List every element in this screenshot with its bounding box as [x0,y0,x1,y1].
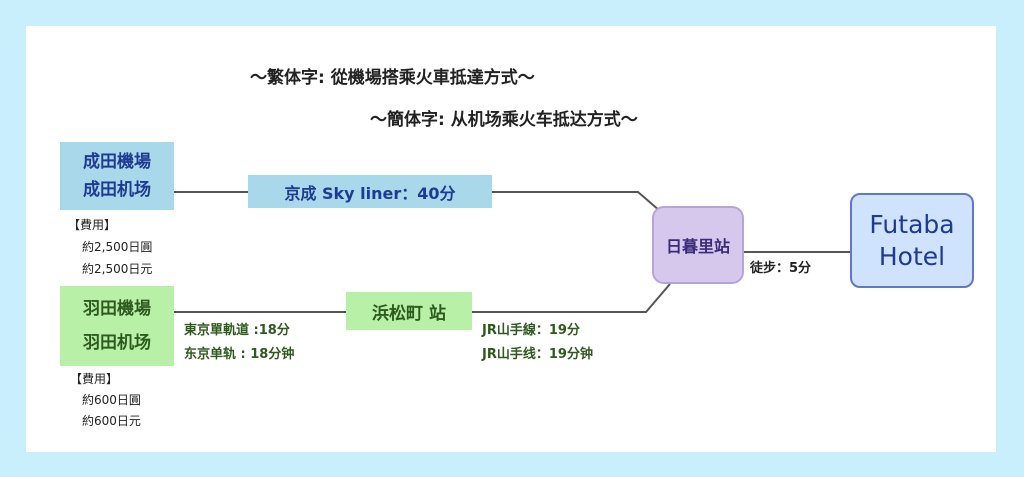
jr-simplified: JR山手线：19分钟 [482,347,593,362]
narita-name-traditional: 成田機場 [83,152,151,172]
hamamatsucho-label: 浜松町 站 [372,303,446,324]
narita-fee: 【費用】 約2,500日圓 約2,500日元 [68,214,152,280]
narita-name-simplified: 成田机场 [83,180,151,200]
haneda-fee-simplified: 約600日元 [82,414,141,428]
title-traditional: ～繁体字: 從機場搭乘火車抵達方式～ [250,68,535,88]
line-keisei-nippori [492,191,661,212]
route-lines [174,191,850,313]
haneda-name-simplified: 羽田机场 [83,333,151,353]
haneda-fee-label: 【費用】 [70,372,119,386]
haneda-airport-box: 羽田機場 羽田机场 [60,286,174,366]
keisei-label: 京成 Sky liner：40分 [284,183,456,203]
monorail-simplified: 东京单轨 : 18分钟 [184,347,295,362]
narita-fee-traditional: 約2,500日圓 [82,240,153,254]
monorail-info: 東京單軌道 :18分 东京单轨 : 18分钟 [184,319,294,367]
haneda-name-traditional: 羽田機場 [83,299,151,319]
diagram-card: ～繁体字: 從機場搭乘火車抵達方式～ ～簡体字: 从机场乘火车抵达方式～ 成田機… [26,26,996,452]
keisei-skyliner-box: 京成 Sky liner：40分 [248,175,492,208]
jr-yamanote-info: JR山手線：19分 JR山手线：19分钟 [482,319,593,367]
line-hamamatsucho-nippori [472,283,671,313]
haneda-fee: 【費用】 約600日圓 約600日元 [70,369,141,432]
jr-traditional: JR山手線：19分 [482,323,580,338]
haneda-fee-traditional: 約600日圓 [82,393,141,407]
narita-fee-label: 【費用】 [68,218,117,232]
hotel-name-line2: Hotel [878,241,946,271]
walk-info: 徒步：5分 [750,261,812,276]
narita-airport-box: 成田機場 成田机场 [60,142,174,210]
title-simplified: ～簡体字: 从机场乘火车抵达方式～ [370,110,638,130]
nippori-label: 日暮里站 [665,237,730,256]
hamamatsucho-station-box: 浜松町 站 [346,292,472,330]
narita-fee-simplified: 約2,500日元 [82,262,153,276]
monorail-traditional: 東京單軌道 :18分 [184,323,290,338]
nippori-station-box: 日暮里站 [652,206,744,284]
hotel-name-line1: Futaba [869,209,955,239]
futaba-hotel-box: Futaba Hotel [850,193,974,288]
